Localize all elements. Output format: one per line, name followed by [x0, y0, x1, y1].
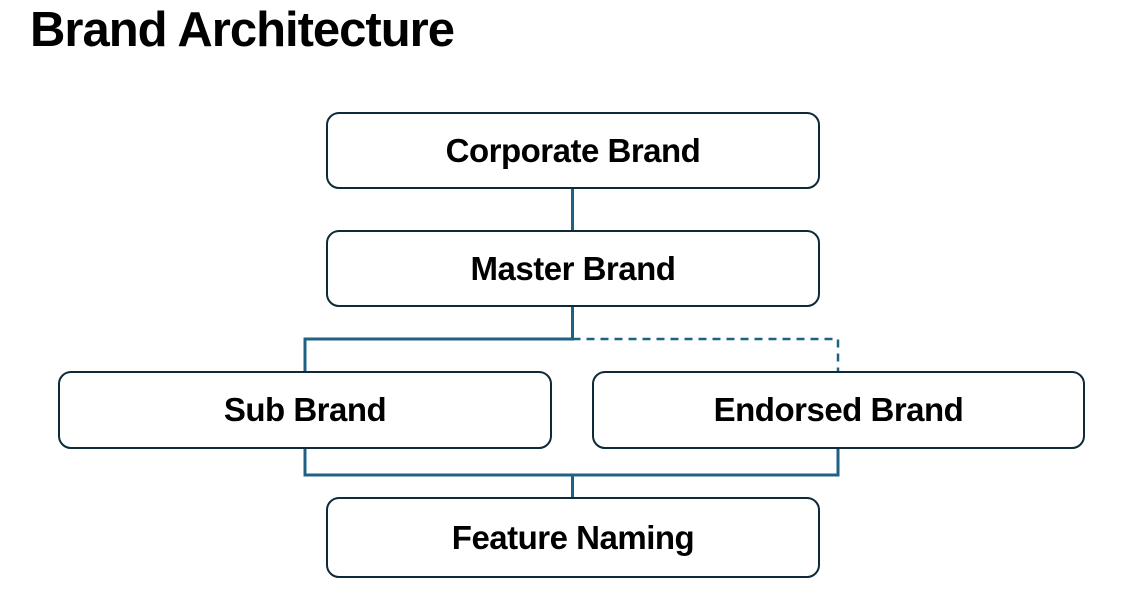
node-feature-naming: Feature Naming: [326, 497, 820, 578]
node-endorsed-brand-label: Endorsed Brand: [713, 391, 964, 428]
node-corporate-brand: Corporate Brand: [326, 112, 820, 189]
node-sub-brand-label: Sub Brand: [223, 391, 387, 428]
page-title: Brand Architecture: [30, 3, 455, 57]
node-endorsed-brand: Endorsed Brand: [592, 371, 1085, 449]
edge-master-to-endorsed: [572, 337, 840, 371]
edge-children-to-collector: [303, 449, 840, 477]
node-master-brand-label: Master Brand: [470, 249, 676, 287]
node-feature-naming-label: Feature Naming: [451, 518, 695, 556]
edge-master-to-sub: [303, 307, 574, 371]
node-sub-brand: Sub Brand: [58, 371, 552, 449]
node-master-brand: Master Brand: [326, 230, 820, 307]
node-corporate-brand-label: Corporate Brand: [445, 131, 701, 169]
